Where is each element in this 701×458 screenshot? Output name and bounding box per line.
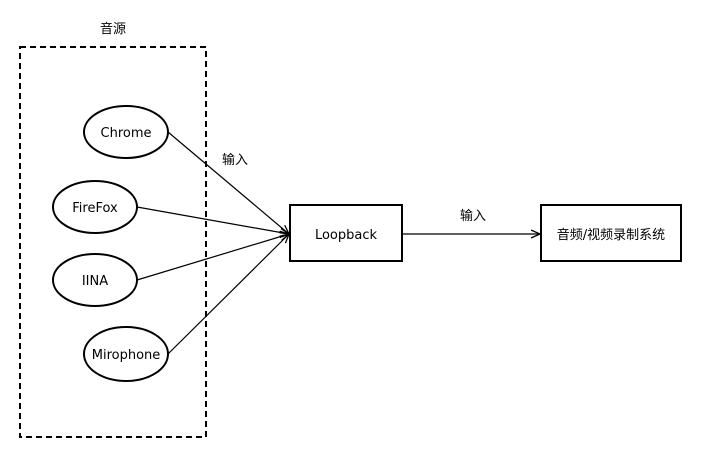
node-mirophone-shape — [83, 326, 169, 382]
edge-mirophone-to-loopback — [167, 234, 289, 355]
node-iina: IINA — [52, 253, 138, 307]
audio-source-group-box — [19, 46, 207, 438]
node-loopback-shape — [289, 204, 403, 262]
node-loopback: Loopback — [289, 204, 403, 262]
edge-firefox-to-loopback — [136, 206, 289, 234]
node-recording-system-shape — [540, 204, 682, 262]
edge-chrome-to-loopback — [167, 131, 289, 234]
edge-label-input-system: 输入 — [460, 208, 486, 224]
edge-label-input-sources: 输入 — [222, 152, 248, 168]
node-iina-shape — [52, 253, 138, 307]
node-loopback-label: Loopback — [315, 228, 378, 243]
node-firefox-label: FireFox — [72, 201, 118, 216]
audio-source-group-label: 音源 — [100, 21, 126, 37]
node-chrome: Chrome — [83, 105, 169, 159]
node-chrome-shape — [83, 105, 169, 159]
node-mirophone-label: Mirophone — [92, 348, 161, 363]
edge-iina-to-loopback — [136, 234, 289, 281]
node-recording-system-label: 音频/视频录制系统 — [557, 227, 665, 243]
node-firefox-shape — [52, 180, 138, 234]
node-mirophone: Mirophone — [83, 326, 169, 382]
node-iina-label: IINA — [82, 274, 108, 289]
node-chrome-label: Chrome — [101, 126, 152, 141]
node-firefox: FireFox — [52, 180, 138, 234]
node-recording-system: 音频/视频录制系统 — [540, 204, 682, 262]
